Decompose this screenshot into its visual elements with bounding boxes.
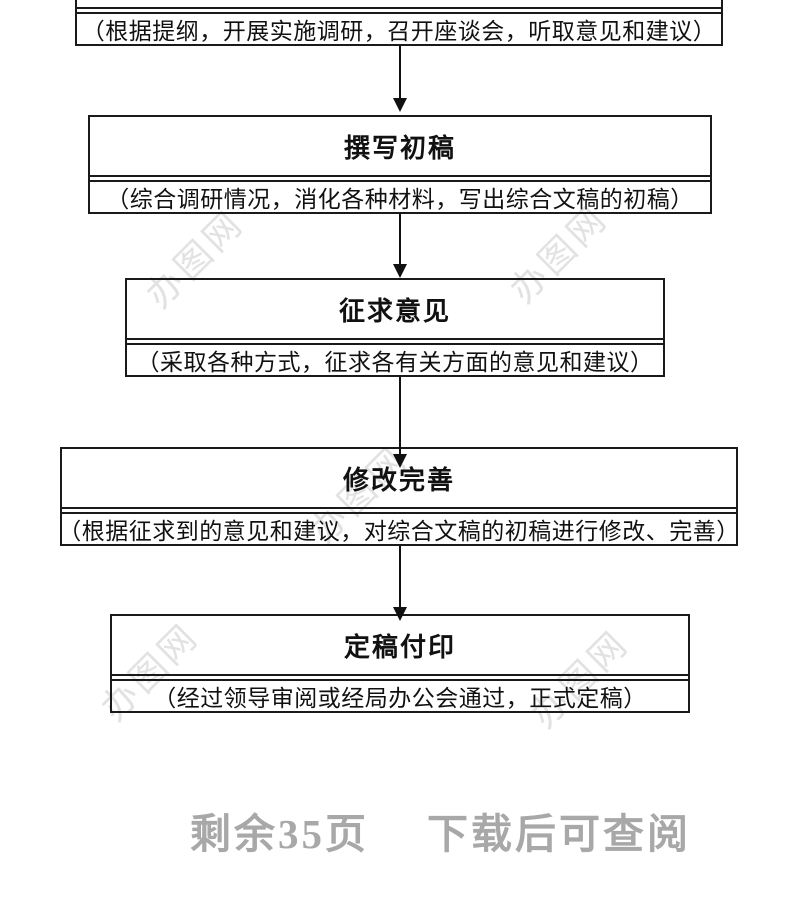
stage-title xyxy=(77,0,721,9)
arrow-shaft xyxy=(399,46,401,98)
flow-arrow-down xyxy=(392,214,408,278)
arrow-shaft xyxy=(399,214,401,264)
stage-subtitle: （根据征求到的意见和建议，对综合文稿的初稿进行修改、完善） xyxy=(58,512,739,544)
remaining-pages-label: 剩余35页 xyxy=(190,811,369,857)
arrow-shaft xyxy=(399,546,401,607)
flow-arrow-down xyxy=(392,377,408,468)
stage-title: 定稿付印 xyxy=(112,616,688,676)
stage-title: 撰写初稿 xyxy=(90,117,710,177)
stage-subtitle: （根据提纲，开展实施调研，召开座谈会，听取意见和建议） xyxy=(77,12,721,44)
stage-subtitle: （综合调研情况，消化各种材料，写出综合文稿的初稿） xyxy=(90,180,710,212)
stage-title: 修改完善 xyxy=(62,449,736,509)
flow-stage-draft: 撰写初稿 （综合调研情况，消化各种材料，写出综合文稿的初稿） xyxy=(88,115,712,214)
download-hint-label: 下载后可查阅 xyxy=(427,811,691,857)
stage-subtitle: （经过领导审阅或经局办公会通过，正式定稿） xyxy=(112,679,688,711)
arrow-head-icon xyxy=(393,98,407,112)
pages-remaining-notice: 剩余35页 下载后可查阅 xyxy=(190,800,691,860)
flow-stage-solicit-opinions: 征求意见 （采取各种方式，征求各有关方面的意见和建议） xyxy=(125,278,665,377)
stage-title: 征求意见 xyxy=(127,280,663,340)
flow-arrow-down xyxy=(392,546,408,621)
flow-arrow-down xyxy=(392,46,408,112)
flow-stage-finalize-print: 定稿付印 （经过领导审阅或经局办公会通过，正式定稿） xyxy=(110,614,690,713)
stage-subtitle: （采取各种方式，征求各有关方面的意见和建议） xyxy=(127,343,663,375)
arrow-head-icon xyxy=(393,607,407,621)
arrow-shaft xyxy=(399,377,401,454)
arrow-head-icon xyxy=(393,264,407,278)
arrow-head-icon xyxy=(393,454,407,468)
flow-stage-research: （根据提纲，开展实施调研，召开座谈会，听取意见和建议） xyxy=(75,0,723,46)
